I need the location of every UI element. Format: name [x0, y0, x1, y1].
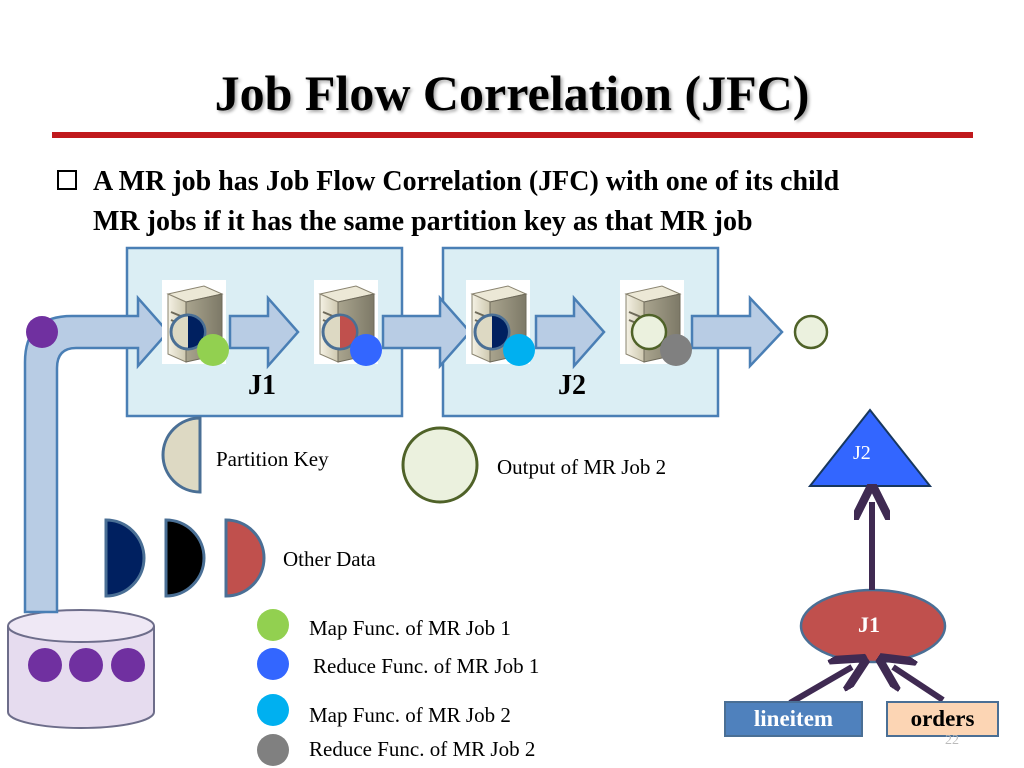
tree-leaf-lineitem-box: [724, 701, 863, 737]
tree-node-j1-label: J1: [858, 612, 880, 637]
other-data-black-shape: [164, 518, 206, 598]
db-data-dot-1: [28, 648, 62, 682]
job2-label: J2: [558, 370, 586, 401]
arrow-j1-to-j2: [381, 294, 472, 370]
legend-reduce-job2-dot: [257, 734, 289, 766]
map-job2-label: Map Func. of MR Job 2: [309, 703, 511, 727]
input-data-dot: [26, 316, 58, 348]
bullet-text-line-1: A MR job has Job Flow Correlation (JFC) …: [93, 166, 840, 197]
j1-reduce-key-circle: [321, 313, 359, 351]
legend-map-job1-dot: [257, 609, 289, 641]
tree-node-j2-label: J2: [853, 442, 871, 464]
partition-key-label: Partition Key: [216, 447, 329, 471]
job1-label: J1: [248, 370, 276, 401]
output-job2-label: Output of MR Job 2: [497, 455, 667, 479]
legend-map-job2-dot: [257, 694, 289, 726]
legend-reduce-job1-dot: [257, 648, 289, 680]
tree-leaf-lineitem-label: lineitem: [753, 706, 834, 731]
slide-number: 22: [945, 733, 959, 748]
output-legend-circle: [401, 426, 479, 504]
bullet-text-line-2: MR jobs if it has the same partition key…: [93, 206, 753, 237]
j2-map-func-dot: [503, 334, 535, 366]
db-data-dot-2: [69, 648, 103, 682]
other-data-navy-shape: [104, 518, 146, 598]
checkbox-bullet-icon: [57, 170, 77, 190]
j1-map-func-dot: [197, 334, 229, 366]
database-cylinder: [7, 609, 155, 729]
tree-leaf-orders-label: orders: [910, 706, 975, 731]
title-underline: [52, 132, 973, 138]
final-output-circle: [793, 314, 829, 350]
reduce-job1-label: Reduce Func. of MR Job 1: [313, 654, 540, 678]
tree-arrow-orders-to-j1: [893, 667, 945, 703]
map-job1-label: Map Func. of MR Job 1: [309, 616, 511, 640]
arrow-j2-output: [690, 294, 784, 370]
arrow-j2-map-to-reduce: [534, 294, 606, 370]
other-data-label: Other Data: [283, 547, 376, 571]
arrow-j1-map-to-reduce: [228, 294, 300, 370]
j1-reduce-func-dot: [350, 334, 382, 366]
reduce-job2-label: Reduce Func. of MR Job 2: [309, 737, 536, 761]
tree-arrow-lineitem-to-j1: [788, 667, 852, 706]
other-data-red-shape: [224, 518, 266, 598]
db-data-dot-3: [111, 648, 145, 682]
j1-map-key-circle: [169, 313, 207, 351]
partition-key-legend-shape: [161, 416, 202, 494]
j2-reduce-output-circle: [630, 313, 668, 351]
slide-title: Job Flow Correlation (JFC): [214, 65, 810, 121]
j2-reduce-func-dot: [660, 334, 692, 366]
tree-leaf-orders-box: [886, 701, 999, 737]
j2-map-key-circle: [473, 313, 511, 351]
